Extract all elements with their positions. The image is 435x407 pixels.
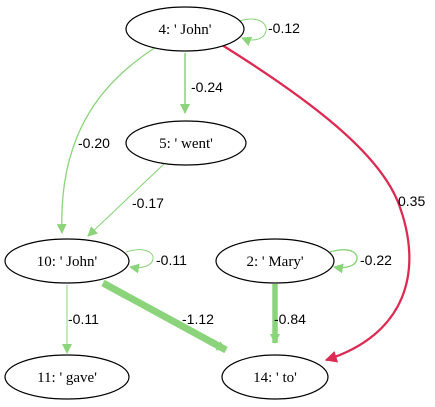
node-5-went-label: 5: ' went' <box>159 136 213 152</box>
edge-4-to-14 <box>221 44 411 363</box>
node-4-john-label: 4: ' John' <box>159 22 212 38</box>
edge-label-5-to-10: -0.17 <box>132 195 164 211</box>
node-4-john-shape <box>125 6 245 52</box>
edge-label-4-to-14: 0.35 <box>398 193 425 209</box>
edge-label-4-self: -0.12 <box>268 20 300 36</box>
edge-label-10-self: -0.11 <box>156 252 187 268</box>
edge-4-to-10 <box>56 46 157 234</box>
node-11-gave-shape <box>4 354 130 400</box>
node-14-to-label: 14: ' to' <box>253 370 297 386</box>
edge-label-4-to-5: -0.24 <box>191 79 223 95</box>
edge-10-to-14 <box>101 279 228 354</box>
node-11-gave-label: 11: ' gave' <box>37 370 97 386</box>
edges-layer: -0.12 -0.24 -0.20 0.35 -0.17 -0.11 -0.11… <box>56 18 425 363</box>
node-5-went[interactable]: 5: ' went' <box>125 120 247 166</box>
node-11-gave[interactable]: 11: ' gave' <box>4 354 130 400</box>
edge-10-self-loop <box>125 249 154 274</box>
edge-label-10-to-14: -1.12 <box>182 311 214 327</box>
node-10-john-label: 10: ' John' <box>37 254 98 270</box>
node-2-mary-shape <box>215 238 335 284</box>
edge-5-to-10 <box>87 163 165 237</box>
node-10-john-shape <box>4 238 130 284</box>
node-4-john[interactable]: 4: ' John' <box>125 6 245 52</box>
node-2-mary-label: 2: ' Mary' <box>246 254 303 270</box>
edge-label-10-to-11: -0.11 <box>68 311 99 327</box>
node-14-to[interactable]: 14: ' to' <box>221 354 329 400</box>
edge-4-self-loop <box>235 18 267 46</box>
edge-label-2-self: -0.22 <box>360 252 392 268</box>
edge-label-4-to-10: -0.20 <box>78 135 110 151</box>
node-10-john[interactable]: 10: ' John' <box>4 238 130 284</box>
node-14-to-shape <box>221 354 329 400</box>
edge-label-2-to-14: -0.84 <box>274 311 306 327</box>
edge-2-self-loop <box>329 249 358 274</box>
node-2-mary[interactable]: 2: ' Mary' <box>215 238 335 284</box>
node-5-went-shape <box>125 120 247 166</box>
nodes-layer: 4: ' John' 5: ' went' 10: ' John' 2: ' M… <box>4 6 335 400</box>
